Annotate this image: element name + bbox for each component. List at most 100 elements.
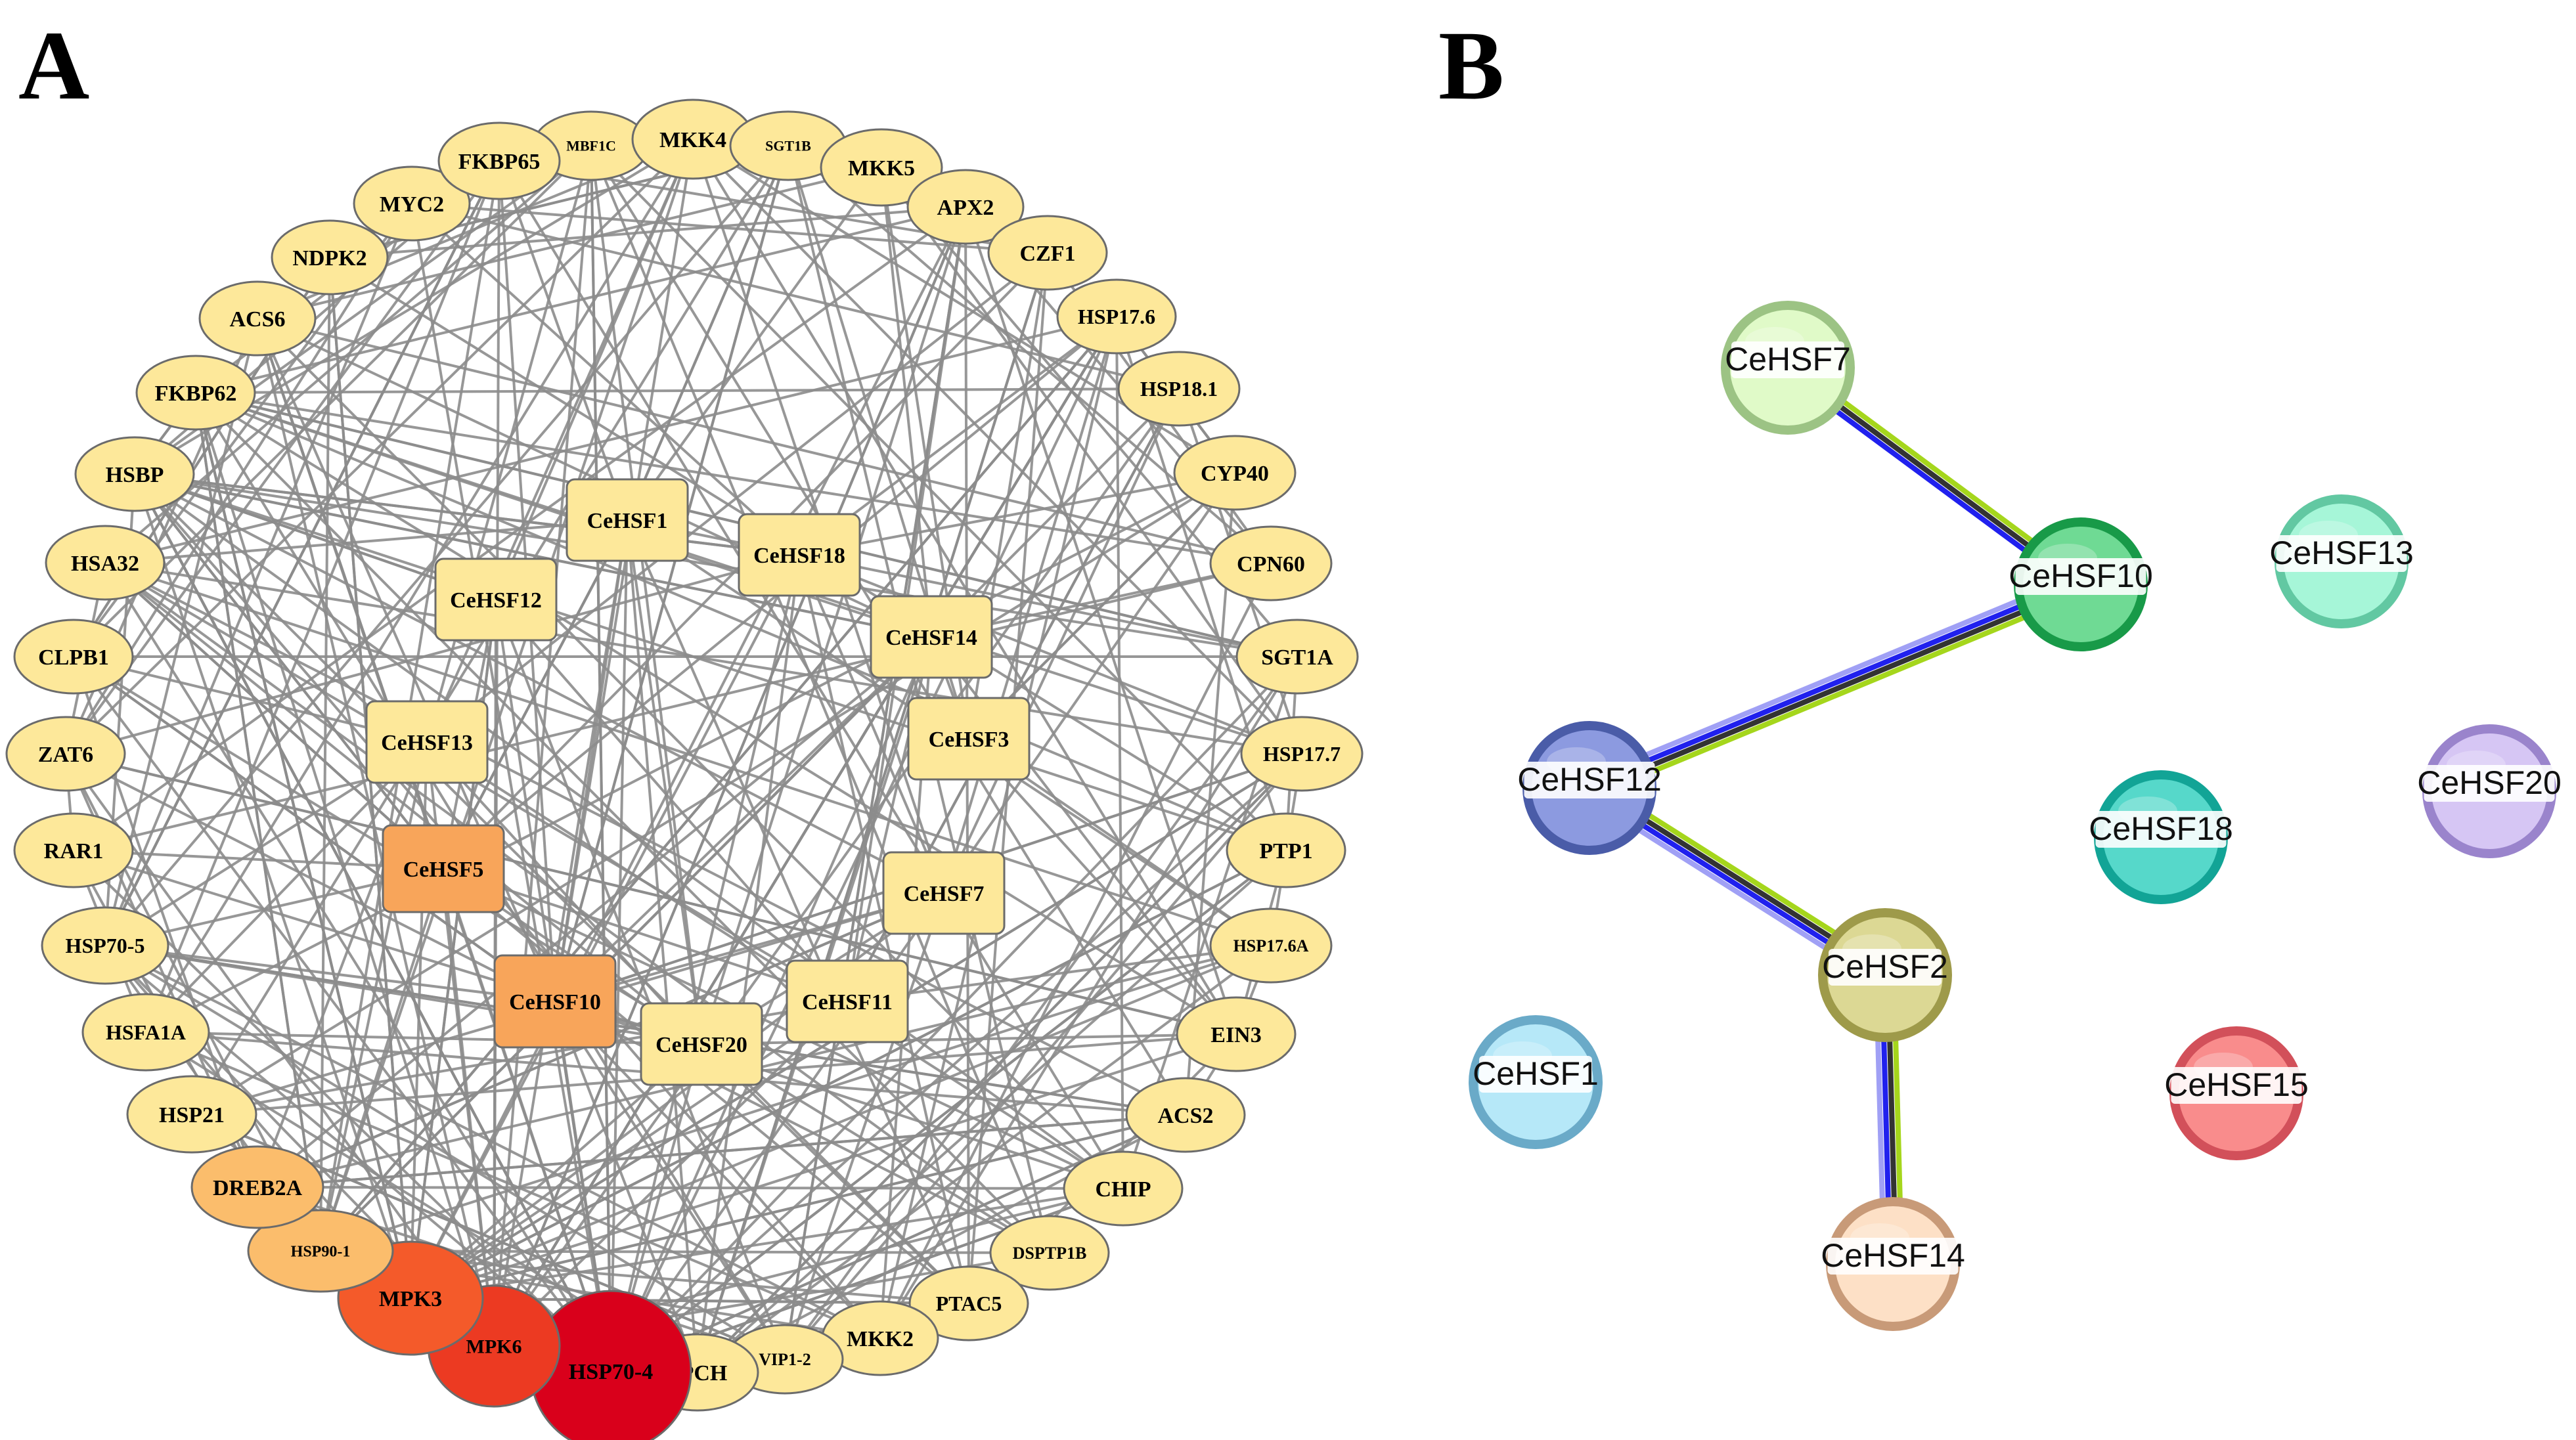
node-fkbp65[interactable]: FKBP65	[437, 121, 561, 200]
node-dsptp1b[interactable]: DSPTP1B	[989, 1215, 1110, 1291]
node-label-hsp70-5: HSP70-5	[66, 934, 145, 957]
edge-fkbp65-zat6	[64, 160, 500, 755]
string-node-cehsf2[interactable]: CeHSF2	[1818, 908, 1952, 1042]
edge-cehsf11-hsp17-6a	[847, 944, 1272, 1003]
node-ptp1[interactable]: PTP1	[1226, 812, 1346, 888]
node-clpb1[interactable]: CLPB1	[13, 619, 134, 695]
edge-spch-cehsf18	[696, 554, 801, 1373]
node-hsp90-1[interactable]: HSP90-1	[247, 1209, 394, 1293]
edge-cehsf10-acs6	[256, 318, 556, 1002]
node-label-mpk6: MPK6	[466, 1336, 522, 1358]
string-node-cehsf18[interactable]: CeHSF18	[2089, 770, 2233, 904]
node-hsp17-6a[interactable]: HSP17.6A	[1209, 907, 1333, 984]
node-label-hsfa1a: HSFA1A	[106, 1020, 186, 1044]
edge-cehsf10-mkk4	[554, 139, 694, 1002]
node-label-hsa32: HSA32	[71, 552, 139, 576]
node-label-sgt1b: SGT1B	[765, 138, 811, 154]
edge-dreb2a-hsp17-6a	[257, 944, 1272, 1189]
node-ein3[interactable]: EIN3	[1176, 996, 1297, 1072]
node-label-rar1: RAR1	[44, 839, 104, 863]
node-hsbp[interactable]: HSBP	[74, 436, 195, 512]
node-sgt1a[interactable]: SGT1A	[1235, 619, 1359, 695]
edge-fkbp62-dsptp1b	[194, 391, 1051, 1254]
node-cehsf10[interactable]: CeHSF10	[493, 954, 617, 1049]
edge-fkbp62-ptp1	[195, 391, 1287, 852]
node-cehsf20[interactable]: CeHSF20	[640, 1002, 763, 1086]
string-node-label-cehsf2: CeHSF2	[1822, 948, 1948, 985]
node-hsp18-1[interactable]: HSP18.1	[1117, 351, 1241, 427]
edge-fkbp62-hsp18-1	[195, 387, 1180, 394]
node-mbf1c[interactable]: MBF1C	[532, 110, 650, 181]
string-node-cehsf15[interactable]: CeHSF15	[2164, 1026, 2309, 1160]
string-node-cehsf1[interactable]: CeHSF1	[1469, 1015, 1603, 1149]
string-node-label-cehsf12: CeHSF12	[1517, 761, 1662, 798]
edge-hsp17-7-mkk4	[692, 138, 1303, 755]
node-hsa32[interactable]: HSA32	[45, 525, 166, 601]
node-dreb2a[interactable]: DREB2A	[190, 1145, 324, 1229]
edge-cehsf20-ein3	[701, 1033, 1237, 1045]
node-rar1[interactable]: RAR1	[13, 812, 134, 888]
string-node-cehsf10[interactable]: CeHSF10	[2009, 517, 2153, 651]
node-label-fkbp65: FKBP65	[458, 150, 541, 174]
node-czf1[interactable]: CZF1	[987, 215, 1108, 291]
node-label-cehsf10: CeHSF10	[509, 990, 601, 1015]
node-ptac5[interactable]: PTAC5	[908, 1265, 1029, 1342]
edge-cehsf7-hsbp	[134, 473, 944, 894]
node-cehsf5[interactable]: CeHSF5	[382, 824, 505, 913]
edge-zat6-mkk4	[64, 138, 694, 755]
edge-cehsf12-cehsf11	[495, 598, 849, 1003]
edge-mpk6-fkbp65	[493, 160, 500, 1347]
node-cehsf13[interactable]: CeHSF13	[365, 700, 489, 784]
edge-cehsf5-hsp90-1	[319, 868, 445, 1252]
node-hsp21[interactable]: HSP21	[126, 1075, 257, 1154]
node-label-hsp70-4: HSP70-4	[569, 1360, 653, 1384]
node-cpn60[interactable]: CPN60	[1209, 525, 1333, 601]
edge-cehsf13-czf1	[426, 251, 1049, 743]
string-node-cehsf13[interactable]: CeHSF13	[2269, 494, 2414, 628]
edge-myc2-hsp70-5	[104, 203, 413, 946]
node-acs2[interactable]: ACS2	[1125, 1077, 1246, 1153]
node-cehsf3[interactable]: CeHSF3	[907, 697, 1031, 781]
edge-hsp70-4-mbf1c	[590, 145, 612, 1372]
node-label-cehsf11: CeHSF11	[802, 990, 893, 1015]
node-hsp17-6[interactable]: HSP17.6	[1056, 278, 1177, 355]
edge-dsptp1b-mbf1c	[590, 145, 1051, 1254]
node-sgt1b[interactable]: SGT1B	[729, 110, 847, 181]
string-node-cehsf12[interactable]: CeHSF12	[1517, 721, 1662, 855]
edge-cehsf7-hsp18-1	[943, 388, 1180, 894]
node-zat6[interactable]: ZAT6	[5, 716, 126, 792]
node-label-cehsf7: CeHSF7	[904, 882, 985, 906]
edge-cehsf5-ptac5	[442, 867, 970, 1305]
node-chip[interactable]: CHIP	[1063, 1150, 1184, 1227]
node-cehsf14[interactable]: CeHSF14	[870, 595, 993, 679]
edge-hsp70-5-cehsf10	[104, 944, 556, 1003]
string-node-cehsf20[interactable]: CeHSF20	[2417, 724, 2562, 858]
edge-myc2-hsp70-4	[411, 203, 612, 1372]
string-node-cehsf7[interactable]: CeHSF7	[1721, 301, 1855, 435]
node-cehsf7[interactable]: CeHSF7	[882, 851, 1006, 935]
node-cehsf12[interactable]: CeHSF12	[434, 557, 558, 642]
node-hsp17-7[interactable]: HSP17.7	[1240, 716, 1364, 792]
edge-cehsf10-mkk2	[554, 1000, 881, 1340]
node-label-dreb2a: DREB2A	[213, 1176, 302, 1200]
node-hsfa1a[interactable]: HSFA1A	[81, 993, 210, 1072]
edge-hsp70-4-hsbp	[133, 473, 612, 1372]
node-label-acs6: ACS6	[229, 307, 285, 332]
node-cehsf18[interactable]: CeHSF18	[738, 513, 861, 597]
node-cehsf11[interactable]: CeHSF11	[786, 959, 909, 1043]
edge-mpk6-cehsf11	[493, 1000, 849, 1347]
string-node-cehsf14[interactable]: CeHSF14	[1821, 1197, 1965, 1331]
node-ndpk2[interactable]: NDPK2	[271, 219, 389, 295]
node-cyp40[interactable]: CYP40	[1173, 435, 1297, 511]
node-acs6[interactable]: ACS6	[198, 280, 317, 357]
node-mkk2[interactable]: MKK2	[821, 1300, 939, 1376]
edge-hsp17-6-mkk2	[879, 316, 1118, 1339]
edge-chip-cehsf5	[443, 867, 1124, 1190]
node-apx2[interactable]: APX2	[906, 169, 1025, 245]
node-cehsf1[interactable]: CeHSF1	[566, 478, 689, 562]
node-hsp70-5[interactable]: HSP70-5	[41, 906, 169, 985]
node-fkbp62[interactable]: FKBP62	[135, 355, 256, 431]
node-mkk5[interactable]: MKK5	[820, 128, 943, 207]
node-myc2[interactable]: MYC2	[353, 165, 471, 242]
